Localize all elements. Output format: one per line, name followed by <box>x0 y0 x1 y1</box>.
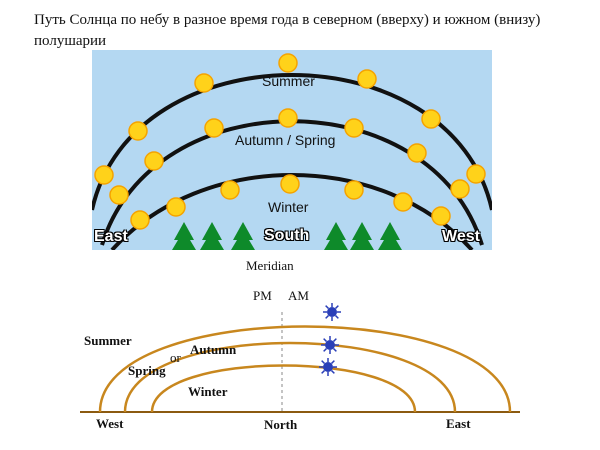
sun-icon <box>204 118 224 138</box>
sun-group <box>319 303 341 376</box>
sun-icon <box>407 143 427 163</box>
tree-icon <box>172 222 196 250</box>
tree-icon <box>200 222 224 250</box>
autumn-spring-arc <box>123 341 457 413</box>
summer-arc <box>98 325 512 413</box>
sun-icon <box>393 192 413 212</box>
or-label: or <box>170 350 181 365</box>
bottom-sun-paths <box>80 303 520 413</box>
sun-icon <box>128 121 148 141</box>
sun-icon <box>220 180 240 200</box>
winter-label: Winter <box>188 384 228 399</box>
sun-icon <box>280 174 300 194</box>
sun-icon <box>344 118 364 138</box>
tree-icon <box>324 222 348 250</box>
spring-label: Spring <box>128 363 166 378</box>
sun-icon <box>466 164 486 184</box>
sun-icon <box>109 185 129 205</box>
east-label: East <box>94 228 128 245</box>
tree-icon <box>350 222 374 250</box>
am-label: AM <box>288 288 309 303</box>
summer-label: Summer <box>84 333 132 348</box>
northern-hemisphere-diagram: Summer Autumn / Spring Winter East South… <box>92 50 492 250</box>
summer-arc <box>92 73 492 211</box>
sun-icon <box>321 336 339 354</box>
sun-group <box>94 53 486 230</box>
sun-icon <box>450 179 470 199</box>
sun-icon <box>278 53 298 73</box>
sun-icon <box>357 69 377 89</box>
west-label: West <box>442 228 480 245</box>
top-sun-paths <box>92 53 492 250</box>
sun-icon <box>130 210 150 230</box>
west-label: West <box>96 416 124 431</box>
sun-icon <box>278 108 298 128</box>
southern-hemisphere-diagram: Meridian PM AM Summer or Autumn Spring W… <box>60 250 530 440</box>
sun-icon <box>144 151 164 171</box>
east-label: East <box>446 416 471 431</box>
winter-label: Winter <box>268 199 309 215</box>
autumn-label: Autumn <box>190 342 237 357</box>
pm-label: PM <box>253 288 272 303</box>
sun-icon <box>194 73 214 93</box>
sun-icon <box>344 180 364 200</box>
south-label: South <box>264 227 310 244</box>
tree-group <box>172 222 402 250</box>
summer-label: Summer <box>262 73 315 89</box>
sun-icon <box>166 197 186 217</box>
meridian-label: Meridian <box>246 258 294 273</box>
sun-icon <box>319 358 337 376</box>
sun-icon <box>323 303 341 321</box>
tree-icon <box>378 222 402 250</box>
north-label: North <box>264 417 298 432</box>
sun-icon <box>431 206 451 226</box>
autumn-spring-label: Autumn / Spring <box>235 132 336 148</box>
tree-icon <box>231 222 255 250</box>
sun-icon <box>94 165 114 185</box>
sun-icon <box>421 109 441 129</box>
winter-arc <box>150 364 417 413</box>
caption: Путь Солнца по небу в разное время года … <box>34 12 541 49</box>
